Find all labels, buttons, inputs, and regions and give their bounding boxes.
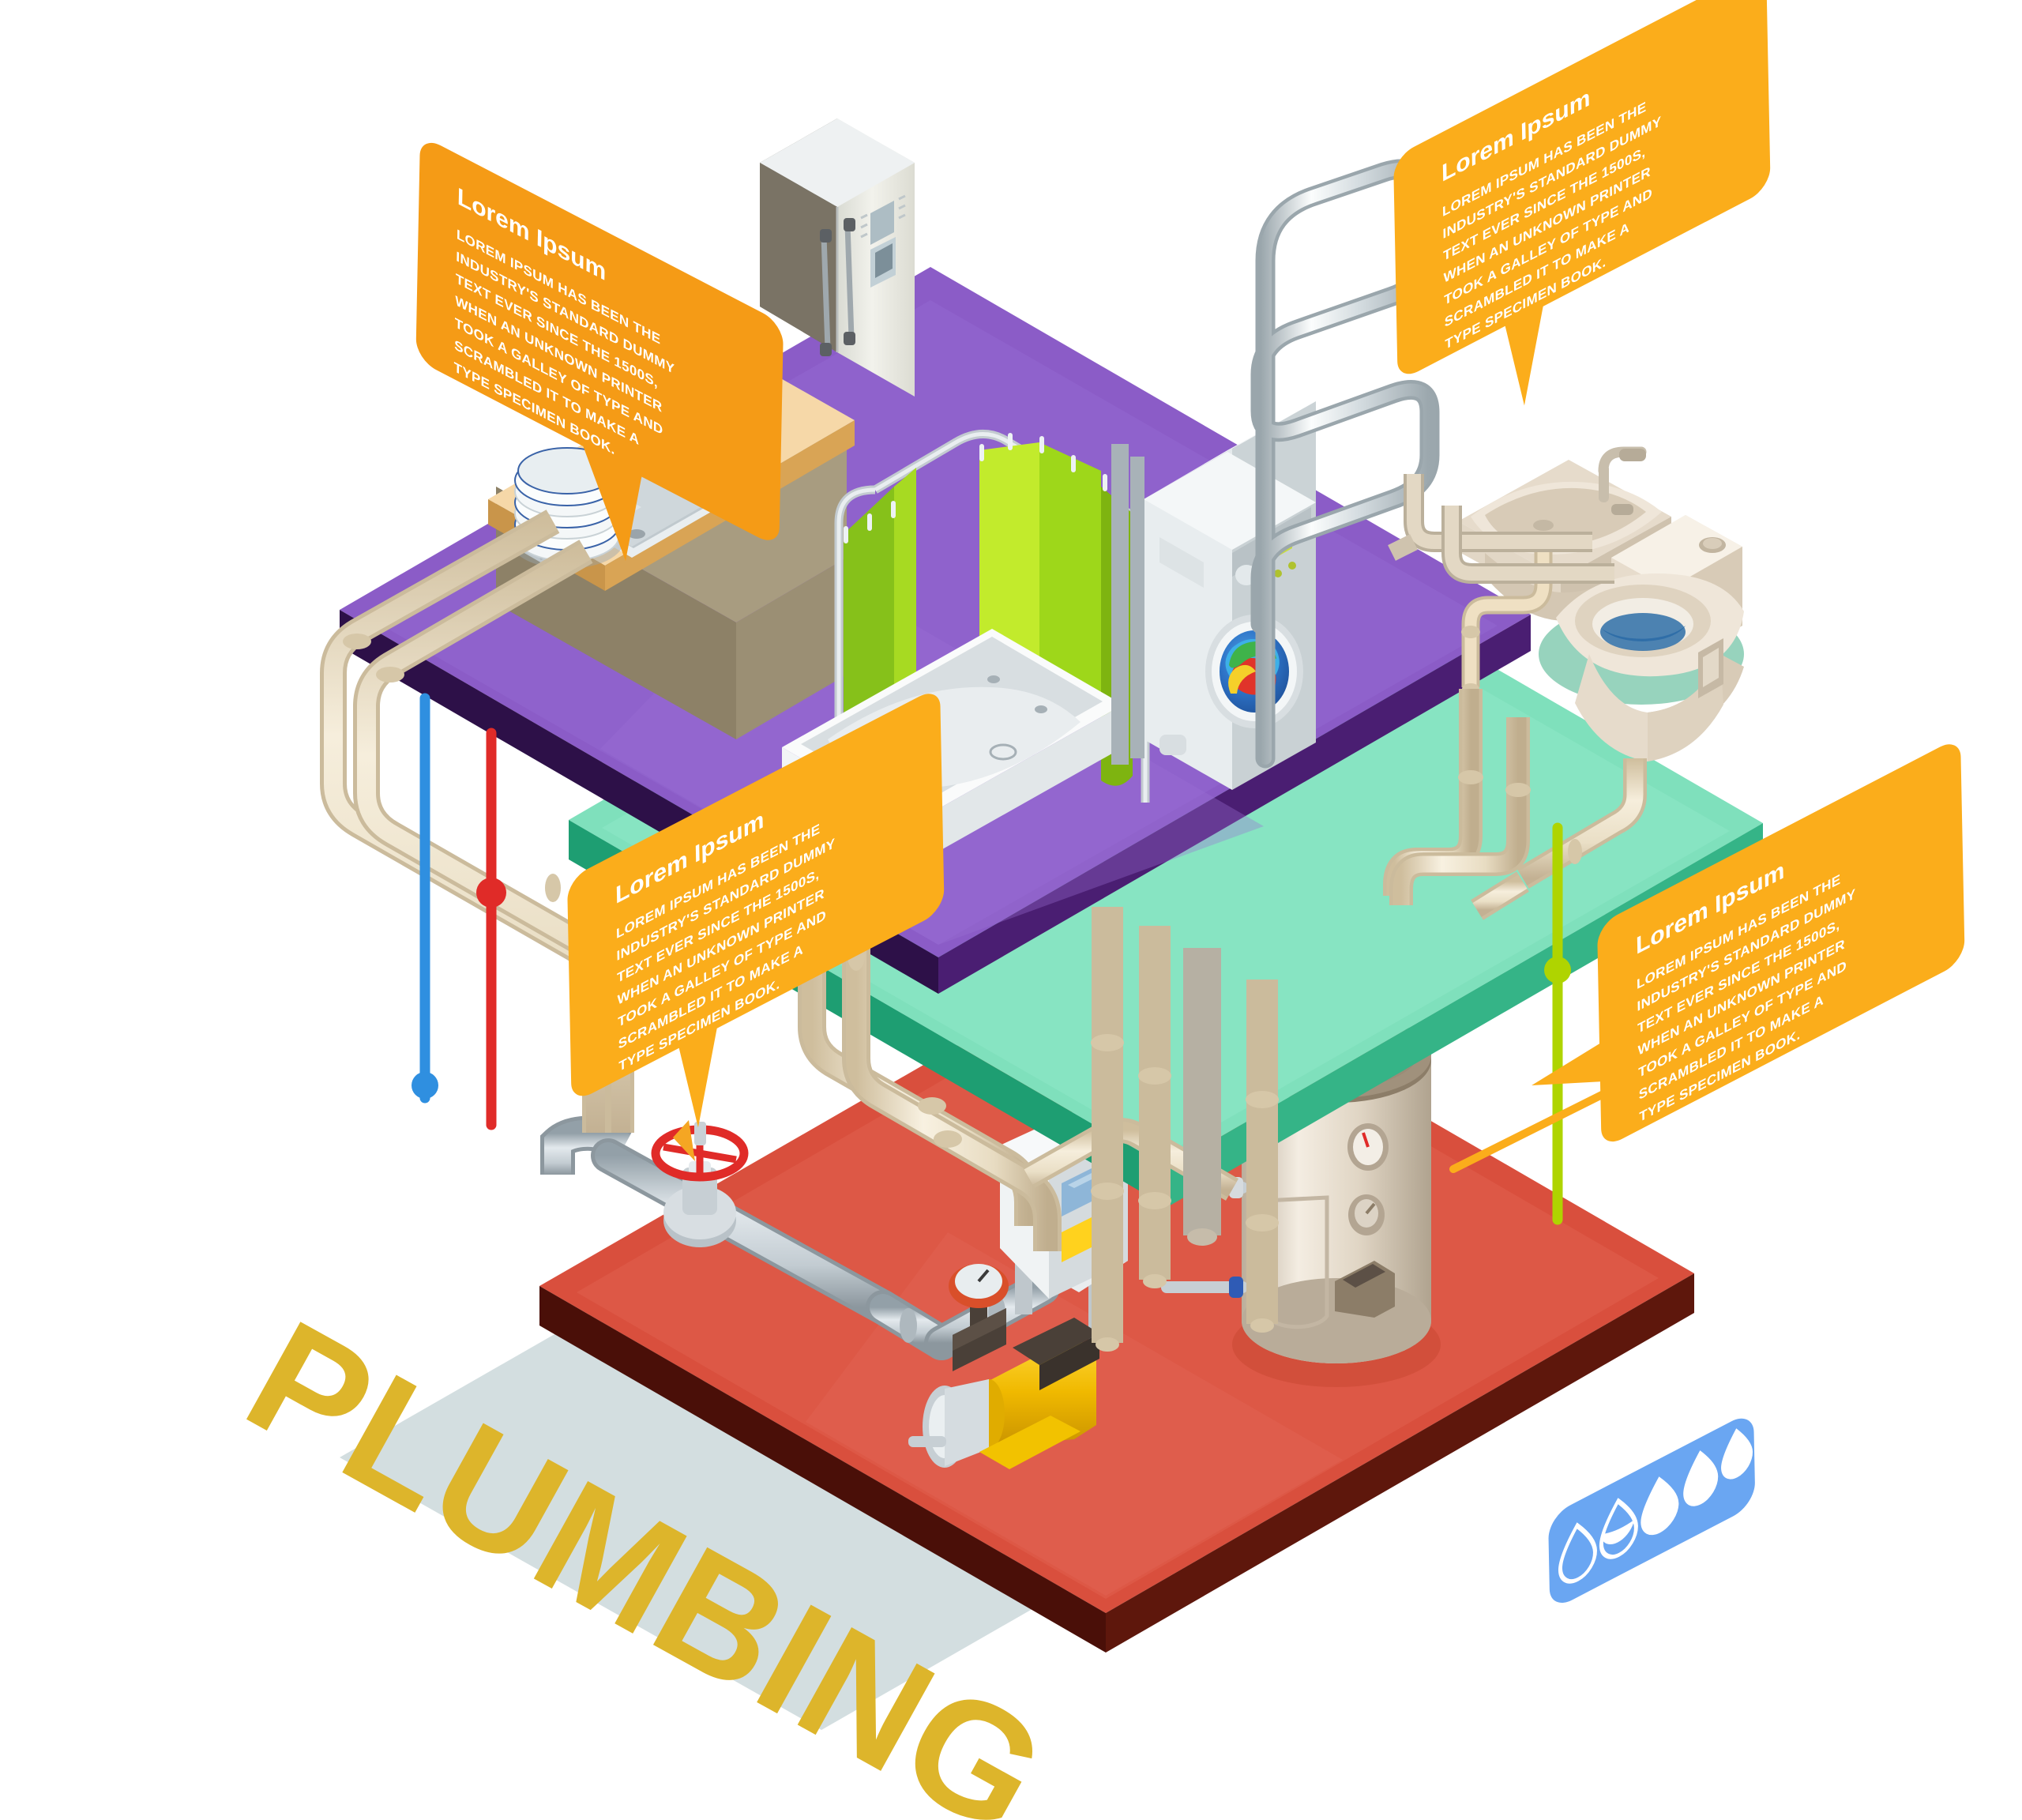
- pressure-gauge: [949, 1264, 1009, 1371]
- connector-boiler: [1544, 822, 1571, 1225]
- water-drop-icon-partial: [1599, 1498, 1638, 1559]
- callout-valve[interactable]: Lorem Ipsum LOREM IPSUM HAS BEEN THE IND…: [567, 686, 946, 1192]
- water-rating-badge[interactable]: [1548, 1410, 1755, 1611]
- water-drop-icon-filled: [1721, 1428, 1753, 1480]
- pipe-bathroom-right: [1383, 689, 1647, 920]
- connector-kitchen: [412, 693, 438, 1104]
- pipe-teal-feed: [1388, 474, 1614, 584]
- gate-valve[interactable]: [651, 1122, 749, 1247]
- pipe-risers: [1091, 907, 1279, 1352]
- water-drop-icon-filled: [1641, 1476, 1679, 1536]
- callout-radiator[interactable]: Lorem Ipsum LOREM IPSUM HAS BEEN THE IND…: [1393, 0, 1772, 471]
- pipe-bath-drain: [798, 798, 1062, 1251]
- connector-boiler-leader: [1449, 1086, 1615, 1173]
- connector-valve: [476, 728, 506, 1130]
- pipe-washer-chrome: [1111, 444, 1144, 765]
- water-drop-icon-filled: [1683, 1450, 1719, 1506]
- basin-faucet: [1598, 446, 1647, 515]
- water-pump: [908, 1318, 1099, 1469]
- refrigerator: [760, 118, 915, 397]
- water-drop-icons: [1558, 1428, 1753, 1584]
- connector-valve-leader: [673, 1120, 695, 1161]
- valve-handwheel[interactable]: [651, 1122, 749, 1182]
- toilet: [1539, 515, 1744, 761]
- water-drop-icon-empty: [1558, 1522, 1597, 1584]
